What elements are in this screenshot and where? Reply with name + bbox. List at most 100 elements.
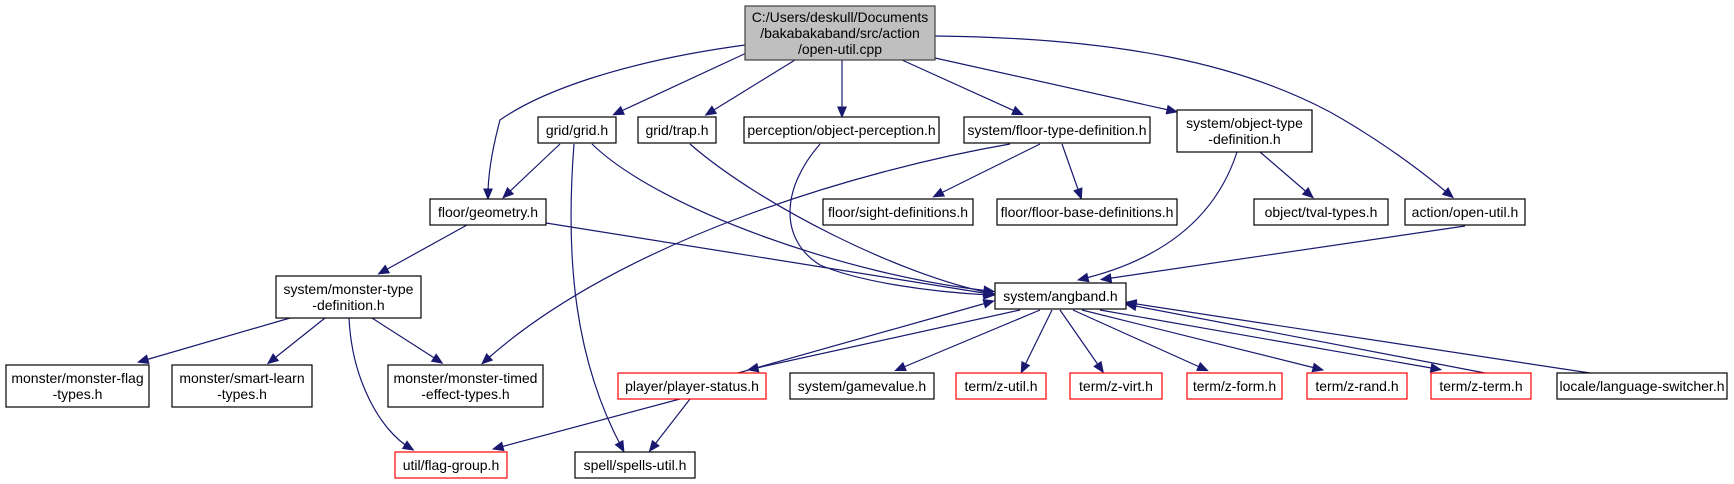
edge-line <box>1081 309 1320 370</box>
edge-line <box>789 143 991 296</box>
node-label: floor/sight-definitions.h <box>828 204 968 220</box>
node-floor-base-defs[interactable]: floor/floor-base-definitions.h <box>996 198 1178 226</box>
edge-line <box>1059 309 1102 370</box>
node-floor-geometry[interactable]: floor/geometry.h <box>429 198 547 226</box>
node-label: -definition.h <box>1208 131 1280 147</box>
edge-line <box>936 143 1041 196</box>
edge-line <box>496 398 681 449</box>
edge-arrowhead <box>1099 273 1113 283</box>
node-box <box>171 364 313 408</box>
node-lang-switcher[interactable]: locale/language-switcher.h <box>1556 372 1728 400</box>
node-perception[interactable]: perception/object-perception.h <box>743 116 940 144</box>
node-player-status[interactable]: player/player-status.h <box>617 372 767 400</box>
edge-angband-to-gamevalue <box>894 309 1041 372</box>
node-z-virt[interactable]: term/z-virt.h <box>1069 372 1163 400</box>
node-box <box>537 116 617 144</box>
edge-root-to-grid_trap <box>704 59 796 116</box>
edge-root-to-perception <box>837 60 847 119</box>
node-box <box>996 198 1178 226</box>
edge-line <box>1104 225 1466 280</box>
node-floor-type-def[interactable]: system/floor-type-definition.h <box>963 116 1151 144</box>
edge-arrowhead <box>1076 272 1090 283</box>
node-action-open-util[interactable]: action/open-util.h <box>1404 198 1526 226</box>
node-box <box>1176 109 1313 153</box>
edge-arrowhead <box>377 264 391 275</box>
edge-line <box>1061 143 1081 196</box>
edge-line <box>1259 151 1311 196</box>
node-monster-type-def[interactable]: system/monster-type-definition.h <box>275 275 422 319</box>
node-label: grid/grid.h <box>546 122 608 138</box>
edge-line <box>898 309 1041 370</box>
node-label: /open-util.cpp <box>798 41 882 57</box>
node-label: -effect-types.h <box>421 386 509 402</box>
edge-floor_geometry-to-monster_type_def <box>377 224 468 275</box>
node-label: monster/monster-timed <box>394 370 538 386</box>
node-label: grid/trap.h <box>645 122 708 138</box>
node-root: C:/Users/deskull/Documents/bakabakaband/… <box>744 5 936 61</box>
node-label: -types.h <box>53 386 103 402</box>
edge-line <box>934 35 1451 196</box>
edge-arrowhead <box>648 439 660 453</box>
node-box <box>617 372 767 400</box>
node-box <box>1306 372 1408 400</box>
node-label: system/monster-type <box>284 281 414 297</box>
node-timed-effect[interactable]: monster/monster-timed-effect-types.h <box>387 364 544 408</box>
node-z-util[interactable]: term/z-util.h <box>955 372 1047 400</box>
edge-arrowhead <box>1429 363 1443 373</box>
node-z-rand[interactable]: term/z-rand.h <box>1306 372 1408 400</box>
edge-line <box>505 143 561 196</box>
node-box <box>637 116 717 144</box>
node-sight-defs[interactable]: floor/sight-definitions.h <box>822 198 974 226</box>
edge-angband-to-z_util <box>1020 309 1053 374</box>
node-angband[interactable]: system/angband.h <box>994 282 1127 310</box>
edge-arrowhead <box>894 361 907 372</box>
edge-arrowhead <box>1441 187 1455 199</box>
edge-line <box>934 57 1174 112</box>
edge-grid_grid-to-spells_util <box>570 143 625 453</box>
node-gamevalue[interactable]: system/gamevalue.h <box>789 372 935 400</box>
edge-line <box>141 317 291 362</box>
edge-arrowhead <box>612 105 625 116</box>
node-label: object/tval-types.h <box>1265 204 1378 220</box>
edge-arrowhead <box>430 353 444 364</box>
edge-line <box>1022 309 1053 370</box>
node-object-type-def[interactable]: system/object-type-definition.h <box>1176 109 1313 153</box>
node-z-form[interactable]: term/z-form.h <box>1186 372 1283 400</box>
edge-line <box>651 398 691 449</box>
edge-arrowhead <box>502 186 515 199</box>
edge-z_term-to-angband <box>1124 301 1486 374</box>
node-label: system/object-type <box>1186 115 1303 131</box>
edge-lang_switcher-to-angband <box>1124 299 1591 374</box>
node-label: term/z-rand.h <box>1315 378 1398 394</box>
node-flag-group[interactable]: util/flag-group.h <box>394 451 508 479</box>
node-smart-learn[interactable]: monster/smart-learn-types.h <box>171 364 313 408</box>
node-label: term/z-virt.h <box>1079 378 1153 394</box>
edge-angband-to-z_virt <box>1059 309 1105 374</box>
edge-line <box>1072 309 1205 370</box>
edge-monster_type_def-to-timed_effect <box>371 317 444 364</box>
edge-root-to-floor_type_def <box>901 59 1024 116</box>
node-label: action/open-util.h <box>1412 204 1519 220</box>
edge-line <box>901 59 1020 114</box>
edge-monster_type_def-to-smart_learn <box>266 317 326 365</box>
node-label: -types.h <box>217 386 267 402</box>
edge-root-to-action_open_util <box>934 35 1455 199</box>
node-label: perception/object-perception.h <box>747 122 935 138</box>
node-grid-trap[interactable]: grid/trap.h <box>637 116 717 144</box>
edge-root-to-grid_grid <box>612 48 756 116</box>
node-label: floor/geometry.h <box>438 204 538 220</box>
graph-edges <box>136 35 1591 453</box>
edge-action_open_util-to-angband <box>1099 225 1466 283</box>
edge-arrowhead <box>704 105 718 116</box>
edge-arrowhead <box>1196 361 1209 372</box>
edge-arrowhead <box>1020 360 1031 374</box>
node-monster-flag-types[interactable]: monster/monster-flag-types.h <box>5 364 150 408</box>
edge-line <box>348 317 411 449</box>
node-grid-grid[interactable]: grid/grid.h <box>537 116 617 144</box>
edge-arrowhead <box>1093 360 1105 374</box>
node-spells-util[interactable]: spell/spells-util.h <box>574 451 696 479</box>
edge-floor_geometry-to-angband <box>545 222 996 298</box>
node-z-term[interactable]: term/z-term.h <box>1430 372 1532 400</box>
node-tval-types[interactable]: object/tval-types.h <box>1253 198 1389 226</box>
